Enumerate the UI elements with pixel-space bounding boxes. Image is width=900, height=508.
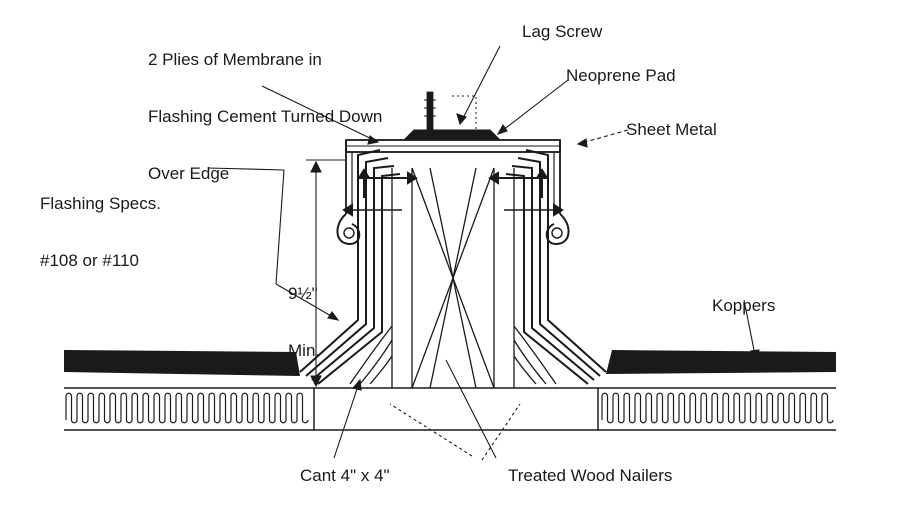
sheet-metal-label: Sheet Metal <box>626 120 717 139</box>
flashing-specs-line1: Flashing Specs. <box>40 194 161 213</box>
neoprene-pad-label: Neoprene Pad <box>566 66 676 85</box>
cant-label: Cant 4" x 4" <box>300 466 390 485</box>
height-dimension-label: 9½" Min. <box>288 246 320 398</box>
roof-deck <box>64 387 836 431</box>
lag-screw-label: Lag Screw <box>522 22 603 41</box>
membrane-label-line1: 2 Plies of Membrane in <box>148 50 322 69</box>
leader-lines <box>207 45 760 461</box>
insulation-corrugation-right <box>601 392 834 424</box>
koppers-roofing-label: Koppers Roofing <box>712 258 775 410</box>
insulation-corrugation-left <box>65 392 309 424</box>
roofing-membrane <box>64 350 836 376</box>
treated-wood-nailers-label: Treated Wood Nailers <box>508 466 673 485</box>
height-dimension-line2: Min. <box>288 341 321 360</box>
koppers-line1: Koppers <box>712 296 776 315</box>
membrane-label-line3: Over Edge <box>148 164 230 183</box>
neoprene-pad-and-screw <box>402 91 502 141</box>
flashing-plies-right <box>505 149 607 385</box>
flashing-specs-label: Flashing Specs. #108 or #110 <box>40 156 161 308</box>
height-dimension-line1: 9½" <box>288 284 318 303</box>
arrows-nailing <box>342 168 564 217</box>
curb-structure <box>349 167 557 389</box>
membrane-label: 2 Plies of Membrane in Flashing Cement T… <box>148 12 382 221</box>
koppers-line2: Roofing <box>712 353 771 372</box>
flashing-specs-line2: #108 or #110 <box>40 251 139 270</box>
membrane-label-line2: Flashing Cement Turned Down <box>148 107 383 126</box>
